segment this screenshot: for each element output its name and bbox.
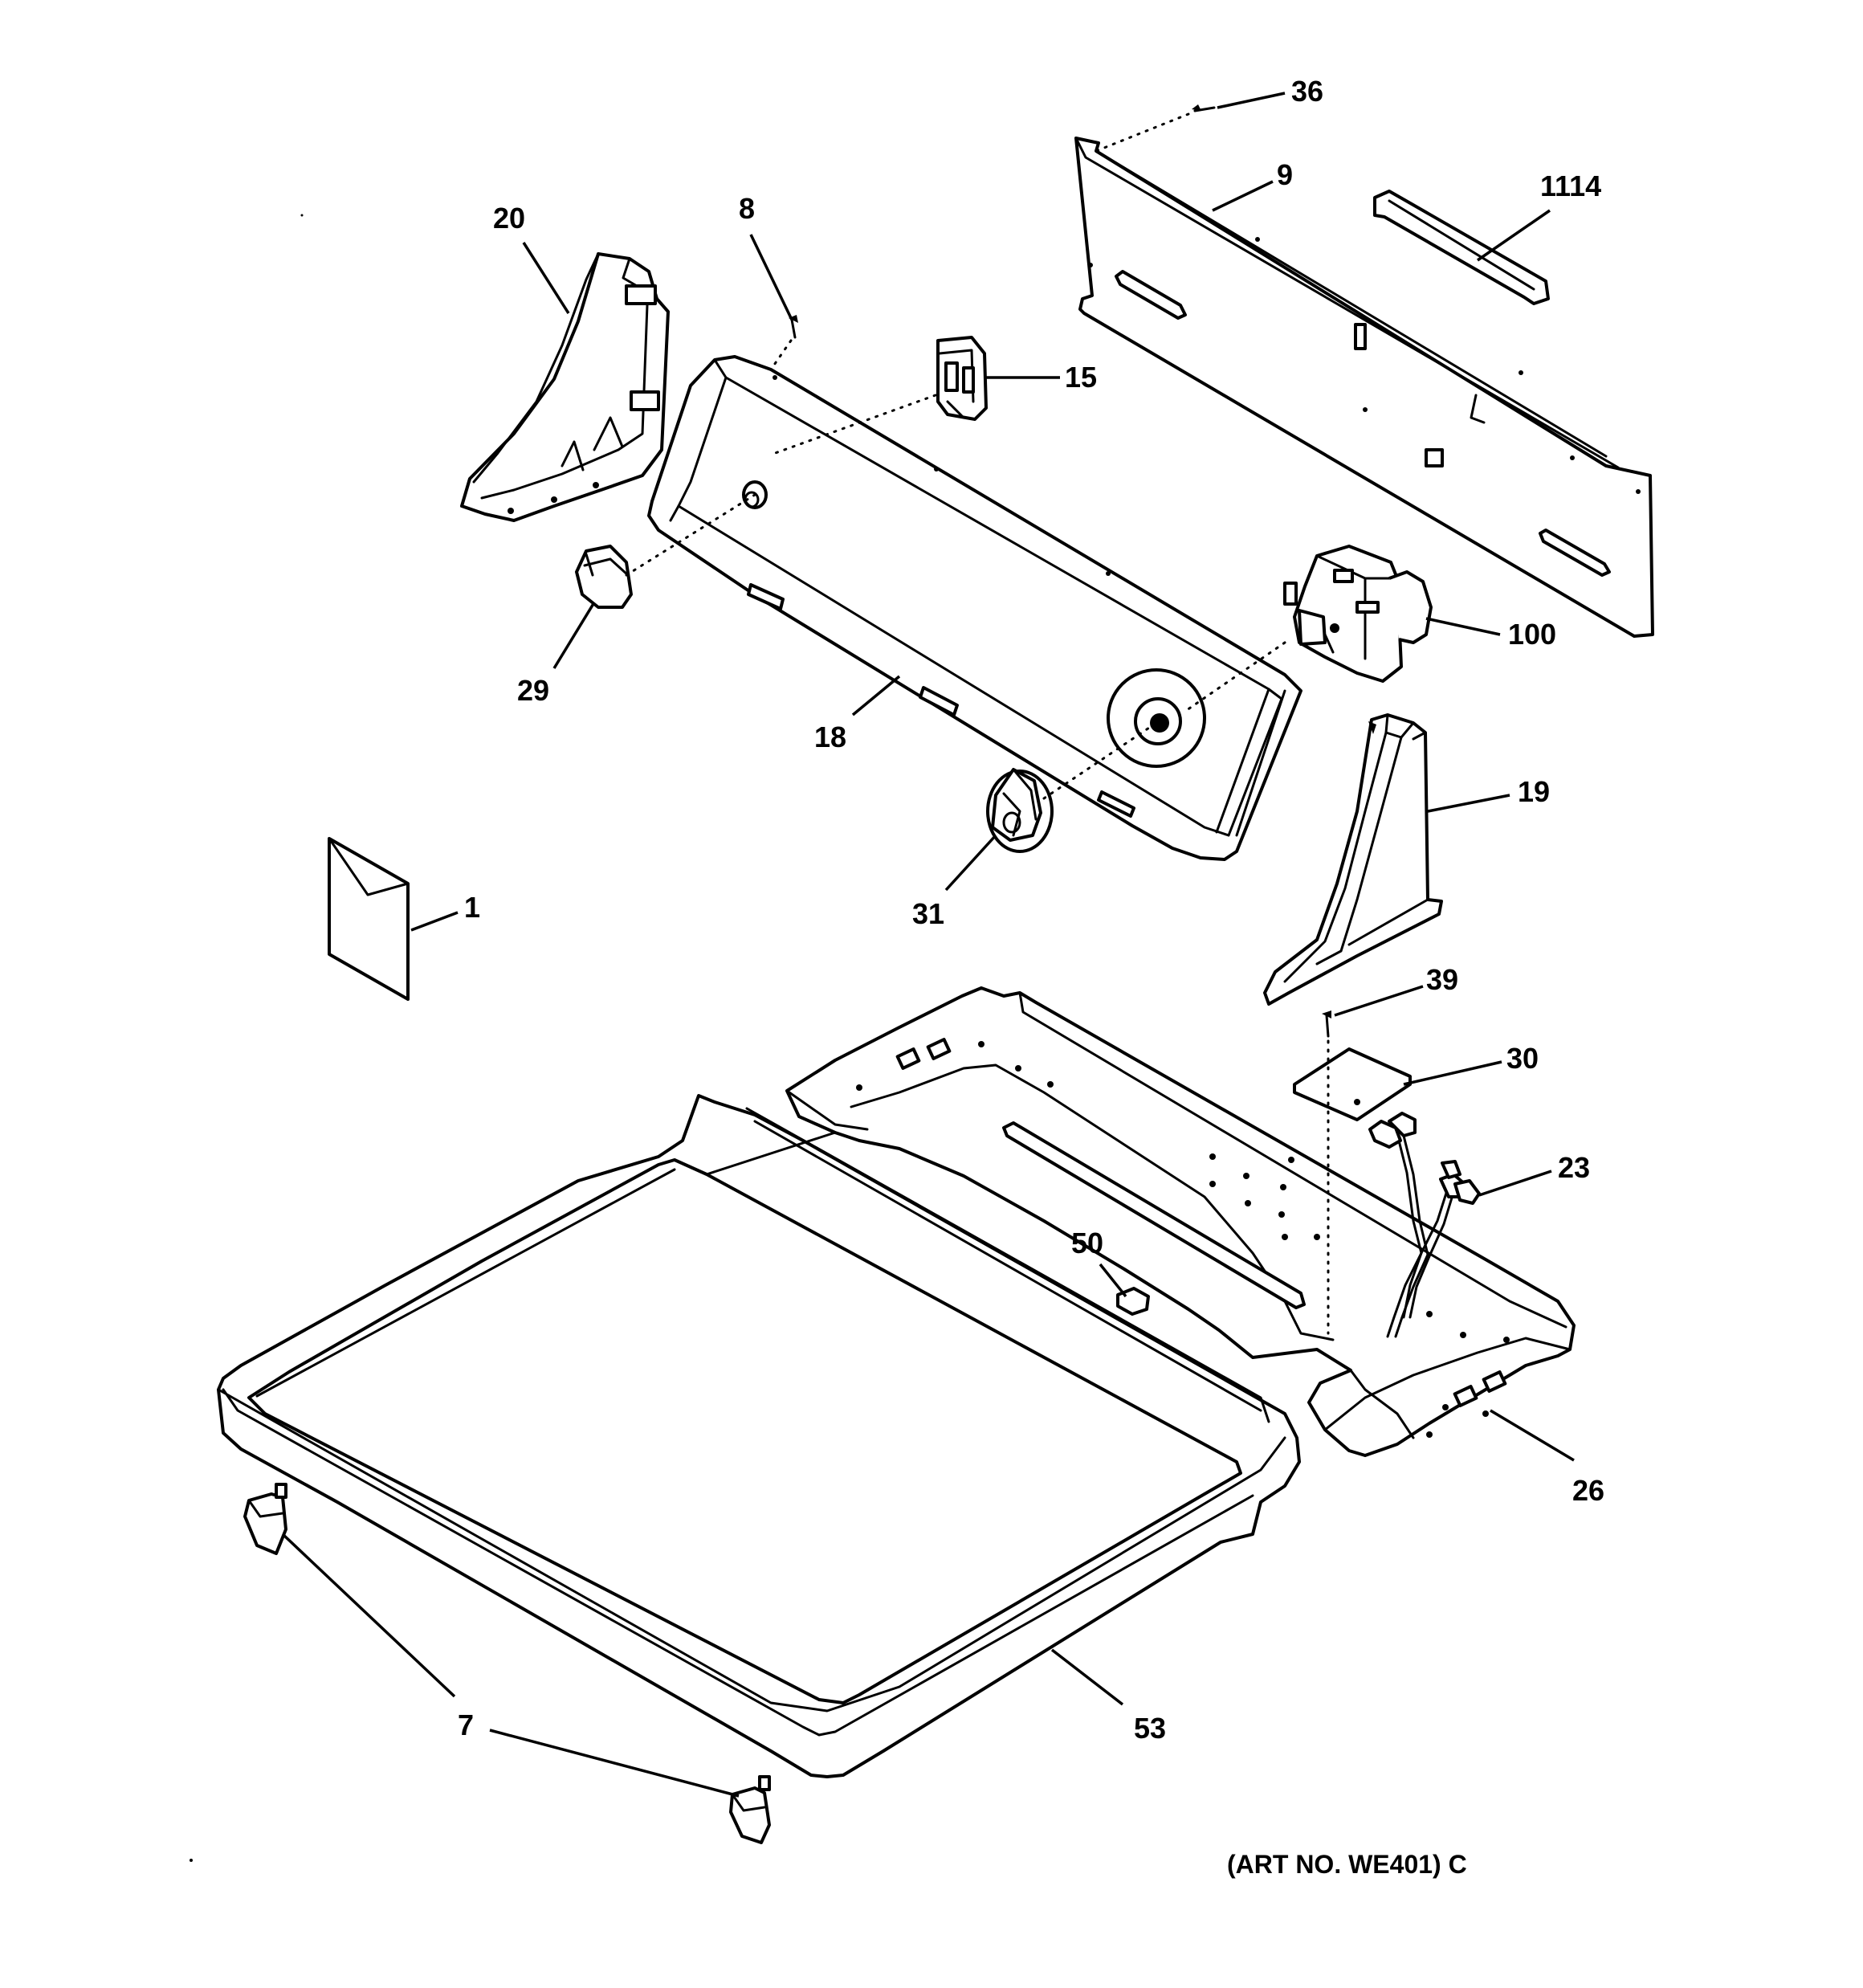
callout-36: 36 <box>1291 75 1323 108</box>
part-30-plate <box>1293 1047 1412 1121</box>
callout-100: 100 <box>1508 618 1556 651</box>
part-31-dial-knob <box>986 768 1054 853</box>
part-15-switch <box>936 336 988 421</box>
leader-9 <box>1212 180 1274 212</box>
callout-29: 29 <box>517 674 549 707</box>
part-53-main-top <box>217 1094 1301 1778</box>
leader-1 <box>410 911 459 932</box>
leader-19 <box>1427 794 1510 813</box>
part-100-timer <box>1283 545 1433 683</box>
leader-100 <box>1425 617 1501 636</box>
callout-1114: 1114 <box>1540 169 1601 202</box>
leader-36 <box>1217 92 1286 109</box>
callout-50: 50 <box>1071 1227 1103 1259</box>
callout-30: 30 <box>1506 1042 1539 1075</box>
leader-50 <box>1099 1263 1127 1298</box>
stray-dot <box>300 214 304 217</box>
leader-39 <box>1334 985 1424 1017</box>
part-19-right-endcap <box>1263 713 1443 1006</box>
stray-dot <box>190 1859 193 1862</box>
callout-20: 20 <box>493 202 525 235</box>
callout-53: 53 <box>1134 1712 1166 1745</box>
assembly-line-15 <box>769 394 937 456</box>
callout-15: 15 <box>1065 361 1097 394</box>
part-36-screw <box>1192 104 1216 112</box>
leader-18 <box>851 675 901 716</box>
part-8-screw <box>789 315 798 339</box>
leader-31 <box>944 834 997 892</box>
part-29-knob <box>575 545 633 609</box>
leader-30 <box>1403 1060 1502 1086</box>
callout-9: 9 <box>1277 158 1293 191</box>
callout-26: 26 <box>1572 1474 1604 1507</box>
part-26-top-frame <box>785 986 1576 1457</box>
callout-31: 31 <box>912 897 944 930</box>
assembly-line-29 <box>625 493 756 577</box>
part-23-wire-harness <box>1368 1112 1481 1338</box>
leader-23 <box>1478 1170 1552 1197</box>
callout-39: 39 <box>1426 963 1458 996</box>
leader-1114 <box>1477 209 1551 262</box>
assembly-line-36 <box>1095 112 1190 153</box>
assembly-line-100 <box>1185 641 1286 712</box>
part-18-control-panel <box>647 355 1302 861</box>
callout-18: 18 <box>814 720 846 753</box>
part-1114-strap <box>1373 190 1550 305</box>
leader-7a <box>281 1533 456 1698</box>
art-number: (ART NO. WE401) C <box>1227 1850 1467 1879</box>
callout-1: 1 <box>464 891 480 924</box>
part-20-left-endcap <box>460 252 670 522</box>
leader-29 <box>552 602 596 669</box>
callout-7: 7 <box>458 1708 474 1741</box>
callout-23: 23 <box>1558 1151 1590 1184</box>
leader-20 <box>522 242 570 314</box>
leader-26 <box>1490 1409 1575 1462</box>
leader-7b <box>489 1729 740 1798</box>
part-7-clip-right <box>729 1775 771 1844</box>
callout-8: 8 <box>739 192 755 225</box>
assembly-line-8 <box>769 339 793 371</box>
part-39-screw <box>1322 1010 1331 1038</box>
part-7-clip-left <box>243 1483 287 1555</box>
callout-19: 19 <box>1518 775 1550 808</box>
leader-8 <box>749 234 793 320</box>
part-1-literature <box>328 837 410 1001</box>
leader-53 <box>1050 1648 1124 1706</box>
